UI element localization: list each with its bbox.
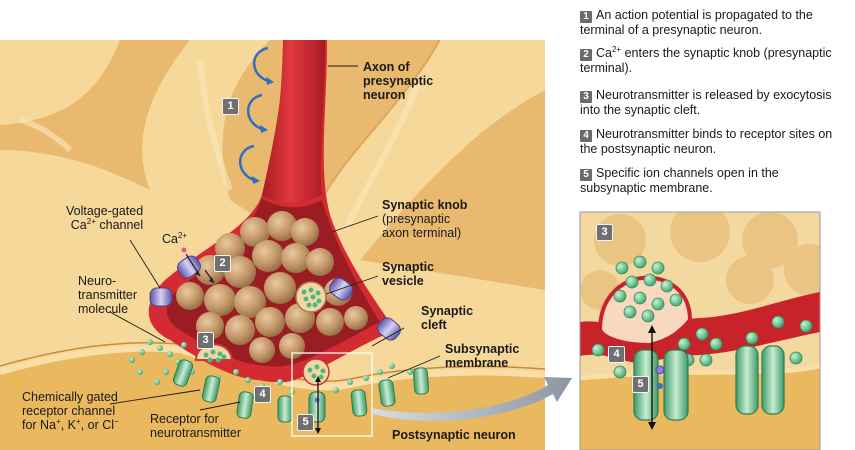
inset-zoom <box>580 212 820 450</box>
step-badge-4: 4 <box>254 386 271 403</box>
axon-of-presynaptic-neuron <box>262 40 325 203</box>
inset-badge-3: 3 <box>596 224 613 241</box>
label-voltage-gated-channel: Voltage-gated Ca2+ channel <box>66 204 144 232</box>
leader-lines <box>109 65 441 411</box>
inset-frame <box>579 211 821 450</box>
label-ca-ion: Ca2+ <box>162 230 188 246</box>
zoom-region-box <box>291 352 373 437</box>
postsynaptic-neuron <box>0 348 545 450</box>
step-badge-3: 3 <box>197 332 214 349</box>
voltage-gated-ca-channels <box>149 255 401 341</box>
dendrite-branch-top-left <box>0 40 120 125</box>
label-postsynaptic-neuron: Postsynaptic neuron <box>392 428 516 442</box>
step-badge-2: 2 <box>214 255 231 272</box>
step-badge-5: 5 <box>297 414 314 431</box>
vesicle-neurotransmitters <box>301 287 322 308</box>
ca-ion <box>181 247 187 253</box>
inset-badge-4: 4 <box>608 346 625 363</box>
inset-badge-5: 5 <box>632 376 649 393</box>
zoom-arrow <box>372 377 572 421</box>
step-badge-1: 1 <box>222 98 239 115</box>
chemically-gated-receptor-channels <box>172 359 430 423</box>
